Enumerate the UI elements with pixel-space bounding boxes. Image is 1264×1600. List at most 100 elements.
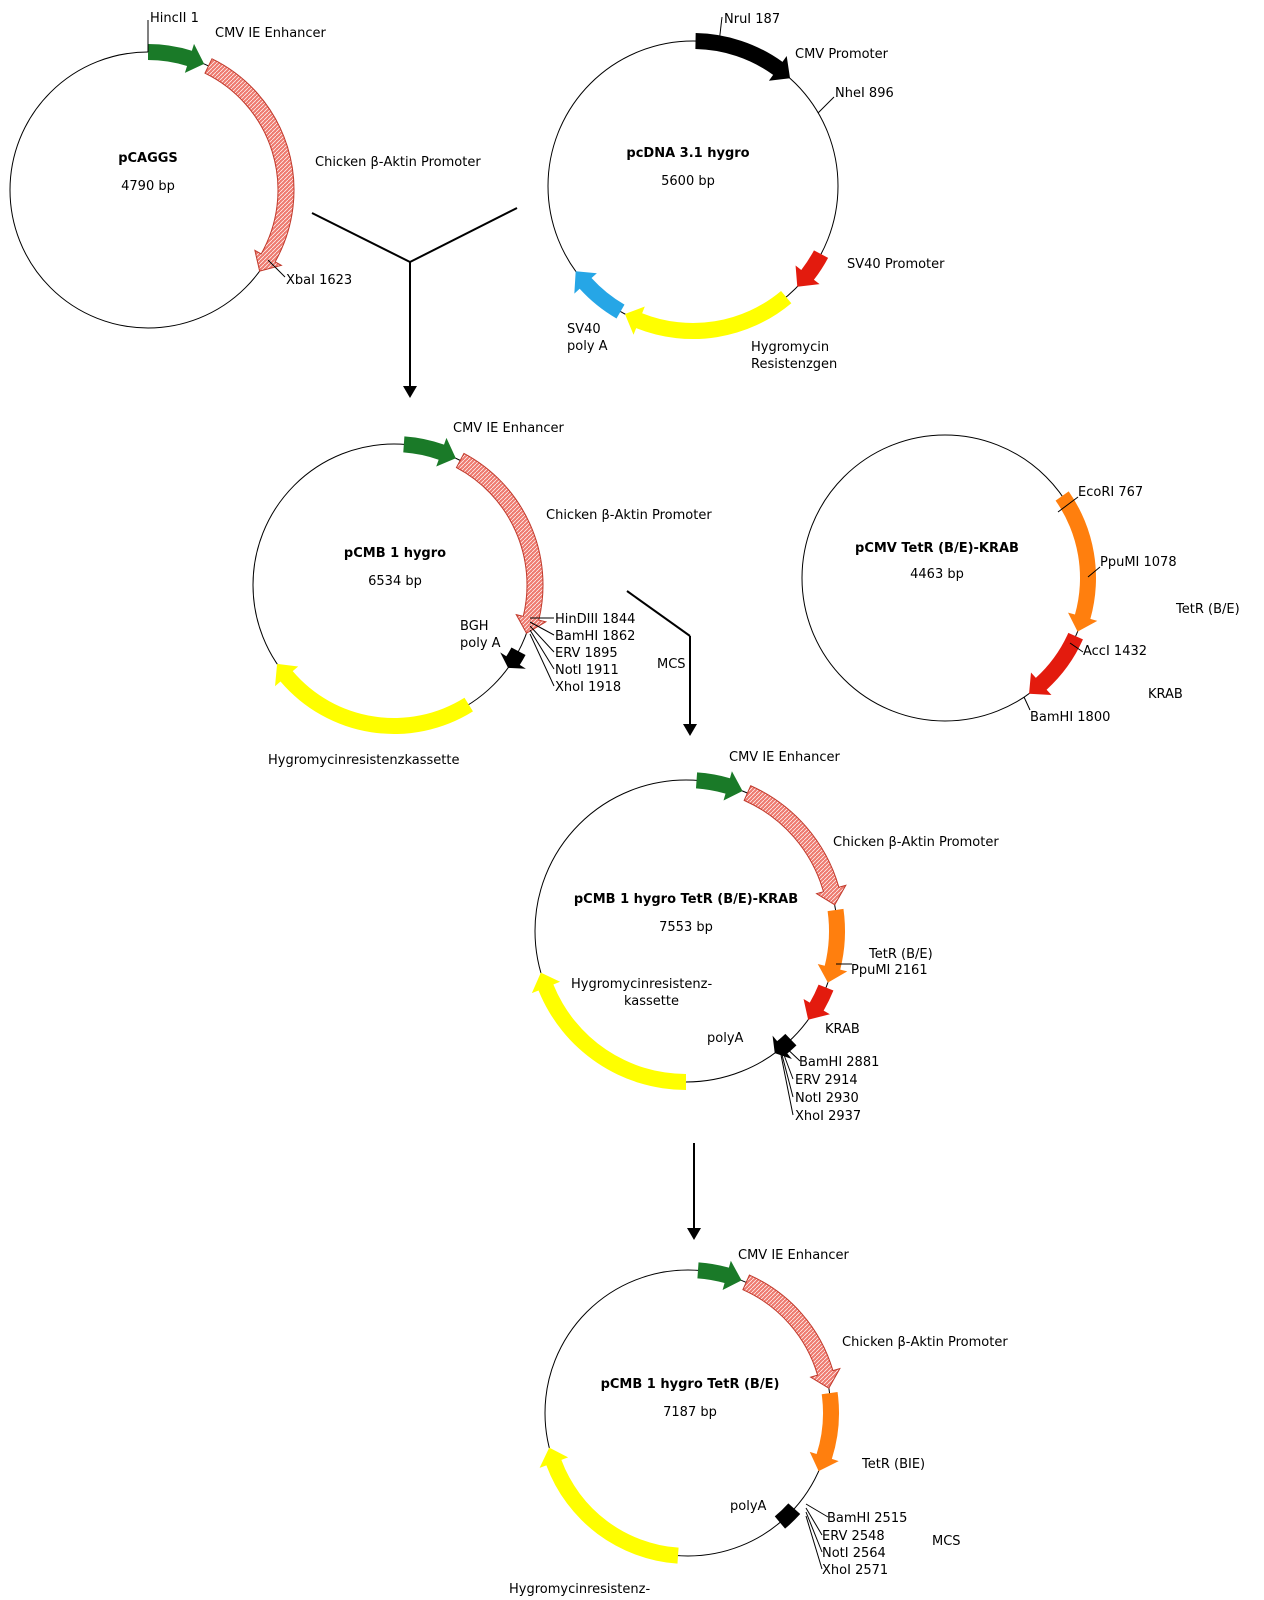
pcmb-site-xhoi: XhoI 1918 [555,680,621,695]
pcdna-sv40-promoter-arrow [795,250,829,287]
pcmbkrab-polya-label: polyA [707,1031,744,1046]
pcdna-cmv-promoter-arrow [695,33,791,81]
pcmbtetr-tetr-label: TetR (BIE) [861,1457,925,1472]
pcmv-ppumi-tick [1087,566,1101,578]
pcmv-ppumi-label: PpuMI 1078 [1100,555,1177,570]
pcmb-site-hindiii: HinDIII 1844 [555,612,635,627]
pcmbkrab-hygro-label-1: Hygromycinresistenz- [571,977,712,992]
pcmb-promoter-arrow [455,452,548,634]
pcmbtetr-hygro-arrow [539,1447,679,1564]
pcmv-size: 4463 bp [910,567,964,582]
pcmbtetr-hygro-label-1: Hygromycinresistenz- [509,1582,650,1597]
pcmb-bgh-label-2: poly A [460,636,501,651]
plasmid-pcmb: pCMB 1 hygro 6534 bp CMV IE Enhancer Chi… [252,421,712,768]
pcmv-tetr-arrow [1055,491,1098,632]
pcmb-name: pCMB 1 hygro [344,546,446,561]
pcmbtetr-promoter-arrow [742,1274,841,1389]
pcmv-tetr-label: TetR (B/E) [1175,602,1240,617]
pcdna-nhei-tick [817,96,835,114]
pcaggs-xbai-label: XbaI 1623 [286,273,352,288]
plasmid-pcdna: pcDNA 3.1 hygro 5600 bp NruI 187 CMV Pro… [547,12,945,372]
pcmv-ecori-tick [1057,496,1079,513]
plasmid-pcmv: pCMV TetR (B/E)-KRAB 4463 bp EcoRI 767 P… [801,434,1240,725]
pcdna-cmv-label: CMV Promoter [795,47,889,62]
pcmbtetr-site-xhoi: XhoI 2571 [822,1563,888,1578]
pcmbkrab-site-bamhi: BamHI 2881 [799,1055,879,1070]
pcmbkrab-name: pCMB 1 hygro TetR (B/E)-KRAB [574,892,798,907]
pcmbkrab-promoter-arrow [743,785,847,906]
pcaggs-xbai-tick [267,259,286,278]
pcmbkrab-site-erv: ERV 2914 [795,1073,858,1088]
pcmbtetr-enhancer-label: CMV IE Enhancer [738,1248,850,1263]
plasmid-pcmb-tetr: pCMB 1 hygro TetR (B/E) 7187 bp CMV IE E… [509,1248,1008,1600]
plasmid-pcaggs: pCAGGS 4790 bp HincII 1 CMV IE Enhancer … [9,11,481,329]
pcdna-nrui-tick [718,16,723,44]
pcmb-bgh-label-1: BGH [460,619,489,634]
mcs-step-label: MCS [657,657,686,672]
pcmbkrab-promoter-label: Chicken β-Aktin Promoter [833,835,999,850]
pcmv-acci-tick [1069,642,1084,653]
pcmbtetr-mcs-ticks [805,1503,829,1570]
pcdna-nhei-label: NheI 896 [835,86,894,101]
pcmv-ecori-label: EcoRI 767 [1078,485,1143,500]
pcaggs-enhancer-arrow [148,43,205,73]
pcmv-bamhi-label: BamHI 1800 [1030,710,1110,725]
pcmbkrab-enhancer-arrow [695,771,743,801]
pcdna-name: pcDNA 3.1 hygro [626,146,749,161]
pcmbtetr-promoter-label: Chicken β-Aktin Promoter [842,1335,1008,1350]
plasmid-pcmb-krab: pCMB 1 hygro TetR (B/E)-KRAB 7553 bp CMV… [531,750,999,1124]
pcmbkrab-mcs-ticks [780,1042,801,1116]
pcmb-promoter-label: Chicken β-Aktin Promoter [546,508,712,523]
pcmbkrab-hygro-arrow [531,972,686,1090]
merge-arrow [311,207,518,398]
pcdna-sv40-polya-label-1: SV40 [567,322,601,337]
pcmv-krab-label: KRAB [1148,687,1183,702]
pcmv-name: pCMV TetR (B/E)-KRAB [855,541,1019,556]
pcaggs-promoter-arrow [204,58,295,272]
pcmbtetr-enhancer-arrow [697,1260,742,1290]
pcmbtetr-tetr-arrow [809,1391,839,1472]
pcmbtetr-site-bamhi: BamHI 2515 [827,1511,907,1526]
pcdna-sv40-promoter-label: SV40 Promoter [847,257,945,272]
pcmb-size: 6534 bp [368,574,422,589]
pcmbkrab-enhancer-label: CMV IE Enhancer [729,750,841,765]
pcmbkrab-tetr-label: TetR (B/E) [868,947,933,962]
pcdna-hygromycin-arrow [624,290,792,339]
pcdna-hygromycin-label-2: Resistenzgen [751,357,837,372]
pcmb-enhancer-arrow [403,436,456,467]
pcmbtetr-site-erv: ERV 2548 [822,1529,885,1544]
pcmv-acci-label: AccI 1432 [1083,644,1147,659]
pcmbtetr-mcs-label: MCS [932,1534,961,1549]
pcaggs-hincii-label: HincII 1 [150,11,199,26]
pcmb-mcs-ticks [529,617,555,687]
pcdna-sv40-polya-label-2: poly A [567,339,608,354]
pcmbkrab-site-noti: NotI 2930 [795,1091,859,1106]
pcdna-nrui-label: NruI 187 [724,12,780,27]
pcmbkrab-size: 7553 bp [659,920,713,935]
pcaggs-name: pCAGGS [118,151,178,166]
pcmb-hygro-label: Hygromycinresistenzkassette [268,753,459,768]
pcmb-bgh-polya-arrow [500,647,526,669]
pcmbtetr-name: pCMB 1 hygro TetR (B/E) [601,1377,780,1392]
pcmbtetr-polya-label: polyA [730,1499,767,1514]
pcmb-hygro-arrow [275,663,473,734]
pcmbkrab-hygro-label-2: kassette [624,994,679,1009]
pcmbtetr-site-noti: NotI 2564 [822,1546,886,1561]
pcmbtetr-size: 7187 bp [663,1405,717,1420]
pcmbkrab-krab-arrow [803,984,834,1020]
mcs-step-arrow: MCS [626,590,697,736]
pcmv-krab-arrow [1029,632,1083,696]
pcmbkrab-ppumi-label: PpuMI 2161 [851,963,928,978]
final-step-arrow [687,1143,701,1240]
pcdna-sv40-polya-arrow [574,271,625,319]
pcaggs-enhancer-label: CMV IE Enhancer [215,26,327,41]
pcmbtetr-polya-box [774,1503,801,1529]
pcmb-site-erv: ERV 1895 [555,646,618,661]
pcaggs-size: 4790 bp [121,179,175,194]
pcmb-site-noti: NotI 1911 [555,663,619,678]
pcdna-hygromycin-label-1: Hygromycin [751,340,829,355]
pcdna-size: 5600 bp [661,174,715,189]
pcmv-bamhi-tick [1023,696,1031,711]
